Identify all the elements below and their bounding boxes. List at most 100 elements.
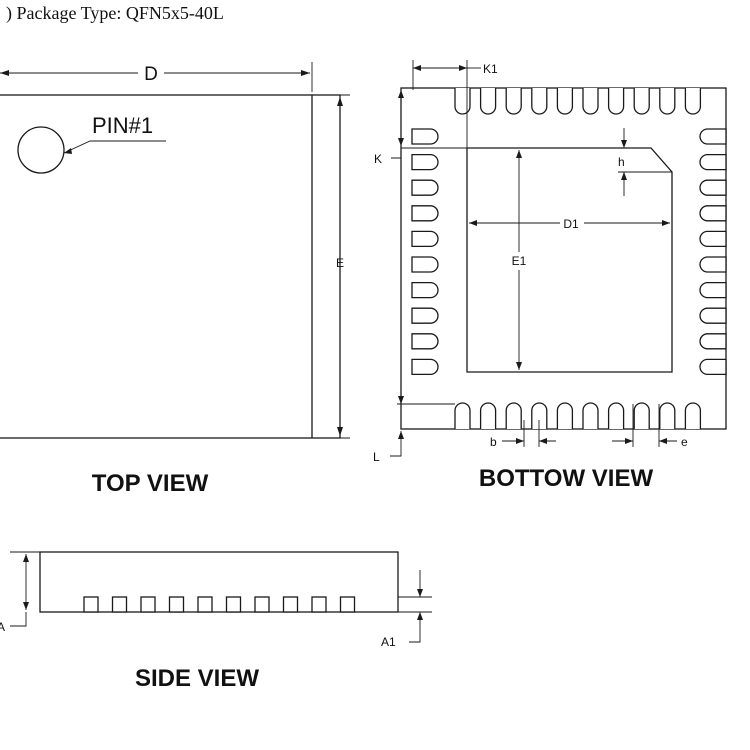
dim-k1-arrow-right [459, 65, 467, 71]
side-lead-5 [197, 596, 213, 613]
top-view-title: TOP VIEW [92, 470, 209, 497]
dim-a1-arrow-bottom [417, 612, 423, 620]
pad-bottom-9 [659, 402, 676, 429]
pad-left-4 [411, 205, 439, 222]
pad-bottom-7 [607, 402, 625, 429]
pad-left-5 [411, 230, 439, 248]
dim-e-pitch-label: e [681, 435, 688, 449]
dim-e1-arrow-bottom [516, 362, 522, 370]
dim-a1-leader [409, 637, 421, 643]
pad-top-2 [479, 88, 497, 115]
pads-bottom-row [454, 402, 702, 429]
dim-h-arrow-top [621, 140, 627, 148]
top-view: PIN#1 D E TOP VIEW [0, 62, 350, 497]
dim-e-label: E [336, 256, 344, 270]
pad-left-6 [411, 256, 439, 273]
side-lead-6 [225, 596, 242, 613]
side-lead-4 [168, 596, 185, 613]
side-lead-10 [339, 596, 356, 613]
pad-top-7 [607, 88, 625, 115]
dim-d-arrow-left [0, 70, 9, 76]
dim-k1-arrow-left [413, 65, 421, 71]
pad-bottom-4 [531, 402, 548, 429]
pad-right-7 [699, 281, 727, 299]
dim-a-arrow-top [23, 554, 29, 562]
dim-a-leader [10, 612, 27, 627]
pad-bottom-10 [684, 402, 702, 429]
pad-right-3 [699, 179, 727, 196]
dim-k-label: K [374, 152, 382, 166]
dim-a-label: A [0, 620, 5, 634]
side-lead-8 [282, 596, 299, 613]
dim-l-label: L [373, 450, 380, 464]
bottom-view-title: BOTTOW VIEW [479, 465, 654, 492]
pad-right-4 [699, 205, 727, 222]
exposed-thermal-pad [466, 147, 673, 373]
pad-top-1 [454, 88, 471, 115]
side-view-leads [83, 596, 356, 613]
top-view-body-outline [0, 94, 341, 439]
pads-right-column [699, 128, 727, 376]
pad-bottom-1 [454, 402, 471, 429]
pad-bottom-3 [505, 402, 522, 429]
dim-e1-label: E1 [512, 254, 527, 268]
pin1-label: PIN#1 [92, 113, 153, 138]
pin1-leader-arrow [64, 148, 72, 154]
pads-left-column [411, 128, 439, 376]
pad-bottom-5 [556, 402, 574, 429]
pad-bottom-6 [582, 402, 599, 429]
pad-left-8 [411, 307, 439, 324]
dim-a1-label: A1 [381, 635, 396, 649]
pad-right-1 [699, 128, 727, 145]
pad-right-5 [699, 230, 727, 248]
dim-h-arrow-bottom [621, 172, 627, 180]
pin1-marker-circle [17, 126, 65, 174]
side-lead-2 [111, 596, 128, 613]
pad-right-6 [699, 256, 727, 273]
pad-top-5 [556, 88, 574, 115]
side-lead-3 [140, 596, 156, 613]
dim-l-leader [390, 450, 402, 457]
bottom-view-body-outline [400, 87, 727, 430]
side-view-title: SIDE VIEW [135, 665, 259, 692]
dim-d-arrow-right [301, 70, 310, 76]
pad-top-8 [633, 88, 650, 115]
dim-k-leader [391, 150, 402, 159]
side-lead-1 [83, 596, 99, 613]
pad-bottom-8 [633, 402, 650, 429]
pads-top-row [454, 88, 702, 115]
side-lead-7 [254, 596, 270, 613]
bottom-view: K1 K h D1 E1 L [373, 60, 727, 492]
dim-d1-arrow-right [662, 220, 670, 226]
dim-b-label: b [490, 435, 497, 449]
dim-e-pitch-arrow-right [659, 438, 667, 444]
dim-e1-arrow-top [516, 150, 522, 158]
dim-d1-label: D1 [563, 217, 579, 231]
package-type-caption: ) Package Type: QFN5x5-40L [6, 3, 224, 24]
dim-d-label: D [144, 64, 158, 85]
dim-e-pitch-arrow-left [625, 438, 633, 444]
dim-l-arrow-top [398, 396, 404, 404]
dim-a-arrow-bottom [23, 602, 29, 610]
pad-left-2 [411, 153, 439, 171]
pad-top-6 [582, 88, 599, 115]
dim-k-arrow-bottom [398, 138, 404, 146]
dim-b-arrow-right [539, 438, 547, 444]
pad-top-9 [659, 88, 676, 115]
pad-top-4 [531, 88, 548, 115]
dim-l-arrow-bottom [398, 431, 404, 439]
dim-e-arrow-top [337, 97, 343, 106]
dim-h-label: h [618, 155, 625, 169]
pad-left-1 [411, 128, 439, 145]
pad-right-10 [699, 358, 727, 376]
dim-a1-arrow-top [417, 589, 423, 597]
dim-k-arrow-top [398, 90, 404, 98]
side-view-body-outline [39, 551, 399, 613]
pad-left-7 [411, 281, 439, 299]
pad-right-9 [699, 333, 727, 350]
pad-right-8 [699, 307, 727, 324]
pad-top-3 [505, 88, 522, 115]
pad-bottom-2 [479, 402, 497, 429]
pad-left-3 [411, 179, 439, 196]
